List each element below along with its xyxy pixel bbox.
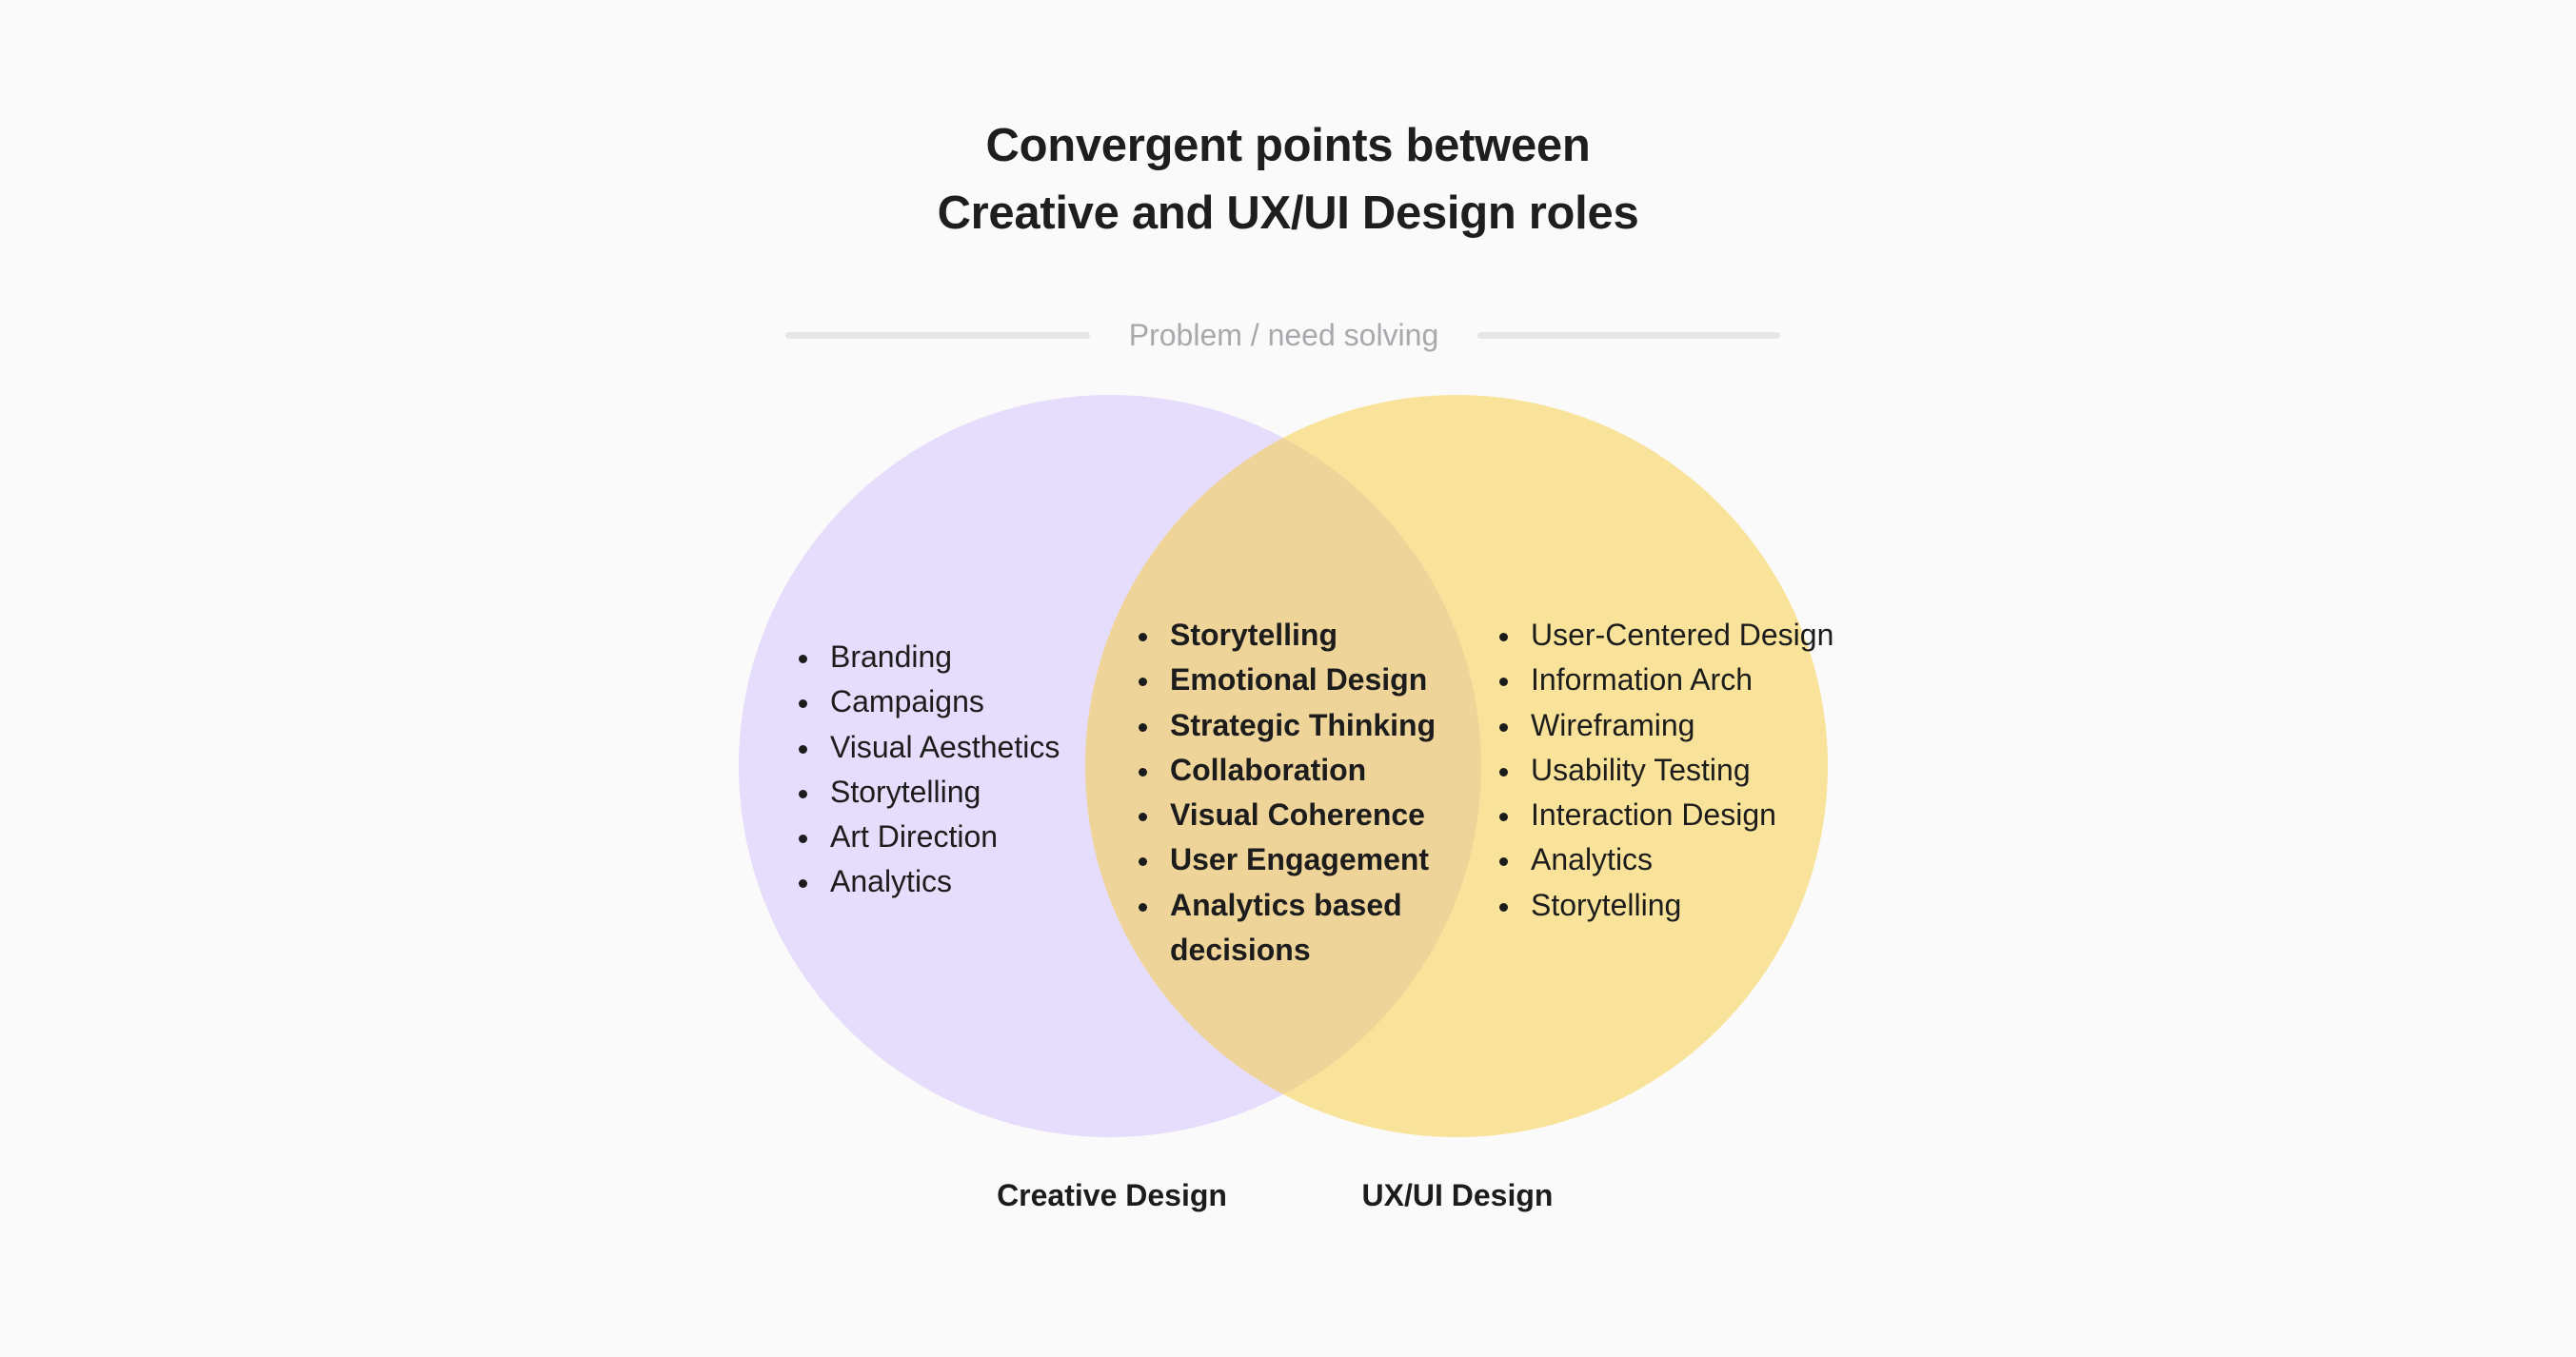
list-item: Analytics <box>796 859 1060 904</box>
list-item: Campaigns <box>796 679 1060 724</box>
ux-items-list: User-Centered Design Information Arch Wi… <box>1496 613 1833 928</box>
divider-right <box>1477 332 1780 339</box>
creative-design-label: Creative Design <box>997 1178 1227 1212</box>
divider-label: Problem / need solving <box>1128 318 1439 352</box>
list-item: Interaction Design <box>1496 793 1833 837</box>
list-item: Wireframing <box>1496 703 1833 748</box>
list-item: Analytics <box>1496 837 1833 882</box>
list-item: Art Direction <box>796 815 1060 859</box>
list-item: Strategic Thinking <box>1136 703 1446 748</box>
list-item: User-Centered Design <box>1496 613 1833 658</box>
list-item: Branding <box>796 635 1060 679</box>
page-title-line-2: Creative and UX/UI Design roles <box>937 187 1639 239</box>
list-item: User Engagement <box>1136 837 1446 882</box>
page-title-line-1: Convergent points between <box>985 120 1591 171</box>
list-item: Emotional Design <box>1136 658 1446 702</box>
list-item: Storytelling <box>1136 613 1446 658</box>
creative-items-list: Branding Campaigns Visual Aesthetics Sto… <box>796 635 1060 905</box>
list-item: Storytelling <box>796 770 1060 815</box>
divider-left <box>785 332 1090 339</box>
list-item: Information Arch <box>1496 658 1833 702</box>
list-item: Analytics based decisions <box>1136 883 1446 974</box>
ux-design-label: UX/UI Design <box>1361 1178 1554 1212</box>
list-item: Visual Coherence <box>1136 793 1446 837</box>
list-item: Storytelling <box>1496 883 1833 928</box>
list-item: Usability Testing <box>1496 748 1833 793</box>
overlap-items-list: Storytelling Emotional Design Strategic … <box>1136 613 1446 973</box>
list-item: Collaboration <box>1136 748 1446 793</box>
overlap-region <box>1085 395 1481 1137</box>
list-item: Visual Aesthetics <box>796 725 1060 770</box>
